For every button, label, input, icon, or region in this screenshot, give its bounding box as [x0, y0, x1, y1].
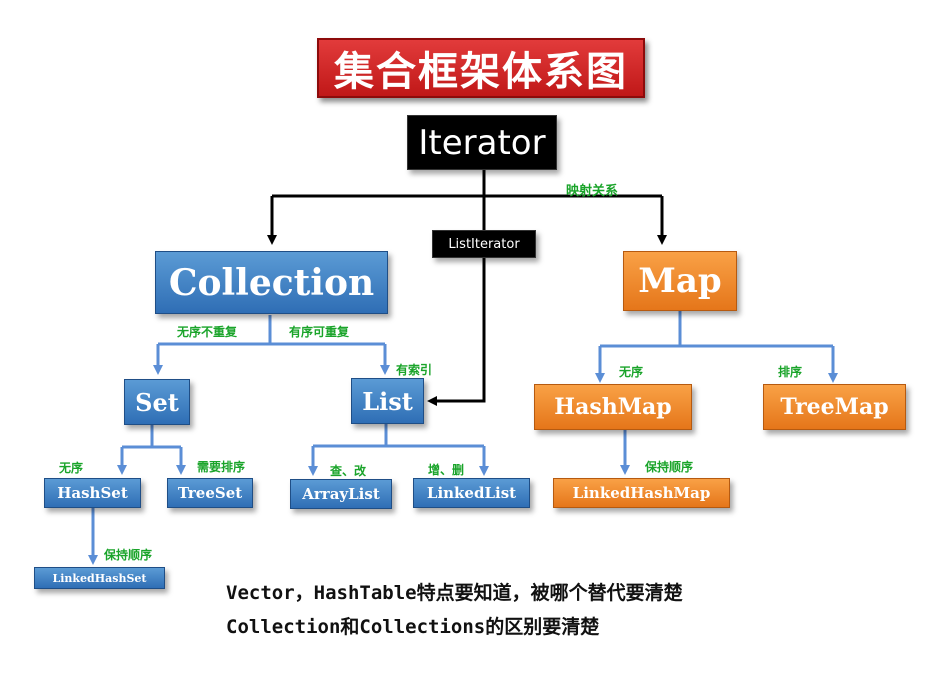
node-treeset: TreeSet: [167, 478, 253, 508]
node-arraylist: ArrayList: [290, 479, 392, 509]
label-ordered-repeatable: 有序可重复: [289, 325, 350, 339]
label-unordered-no-repeat: 无序不重复: [177, 325, 238, 339]
diagram-title: 集合框架体系图: [317, 38, 645, 98]
node-list: List: [351, 378, 424, 424]
node-linkedhashmap: LinkedHashMap: [553, 478, 730, 508]
node-collection: Collection: [155, 251, 388, 314]
label-set-keep-order: 保持顺序: [104, 548, 153, 562]
label-set-unordered: 无序: [59, 461, 84, 475]
note-collection-collections: Collection和Collections的区别要清楚: [226, 616, 600, 638]
node-map: Map: [623, 251, 737, 311]
label-mapping: 映射关系: [566, 184, 619, 199]
label-query-modify: 查、改: [330, 464, 367, 478]
node-set: Set: [124, 379, 190, 425]
label-map-unordered: 无序: [619, 365, 644, 379]
note-vector-hashtable: Vector，HashTable特点要知道，被哪个替代要清楚: [226, 582, 683, 604]
label-map-sorted: 排序: [778, 365, 803, 379]
node-linkedlist: LinkedList: [413, 478, 530, 508]
label-map-keep-order: 保持顺序: [645, 460, 694, 474]
label-needs-sort: 需要排序: [197, 460, 246, 474]
node-iterator: Iterator: [407, 115, 557, 170]
label-indexed: 有索引: [396, 363, 433, 377]
node-linkedhashset: LinkedHashSet: [34, 567, 165, 589]
node-hashmap: HashMap: [534, 384, 692, 430]
node-hashset: HashSet: [44, 478, 141, 508]
label-add-delete: 增、删: [428, 463, 465, 477]
node-listiterator: ListIterator: [432, 230, 536, 258]
node-treemap: TreeMap: [763, 384, 906, 430]
iterator-connectors: [267, 168, 667, 406]
